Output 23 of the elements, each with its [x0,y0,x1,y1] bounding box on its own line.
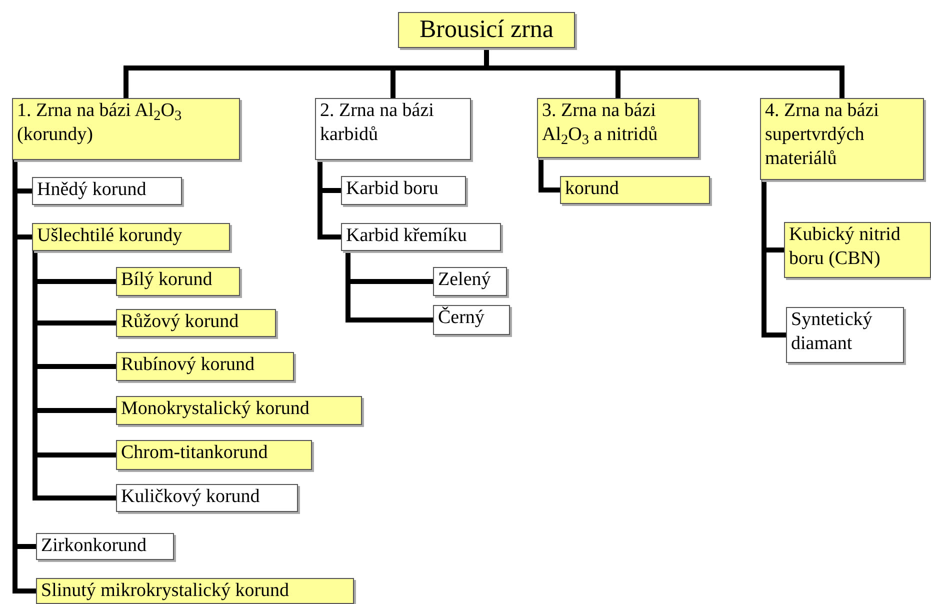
category-box: 3. Zrna na bázi Al$_{2}$O$_{3}$ a nitridů [537,98,699,158]
category-box: Bílý korund [116,267,240,296]
category-box: 1. Zrna na bázi Al$_{2}$O$_{3}$ (korundy) [12,98,240,160]
category-box: Monokrystalický korund [116,396,362,425]
connector-line [538,158,560,192]
category-box: Zirkonkorund [36,533,174,560]
category-box: 2. Zrna na bázi karbidů [315,98,471,160]
category-box: Slinutý mikrokrystalický korund [36,578,354,604]
category-box: Karbid boru [341,176,466,205]
category-box: Kuličkový korund [116,484,298,512]
category-box: Karbid křemíku [341,223,501,251]
category-box: Zelený [433,267,507,296]
category-box: Ušlechtilé korundy [32,223,230,251]
category-box: Černý [433,305,510,335]
category-box: Růžový korund [116,309,276,337]
category-box: Kubický nitrid boru (CBN) [784,222,931,278]
category-box: 4. Zrna na bázi supertvrdých materiálů [760,98,924,180]
category-box: korund [560,176,710,204]
category-box: Rubínový korund [116,352,294,381]
category-box: Syntetický diamant [786,307,904,363]
category-box: Chrom-titankorund [116,440,312,470]
category-box: Hnědý korund [32,177,182,205]
title-box: Brousicí zrna [398,12,575,48]
